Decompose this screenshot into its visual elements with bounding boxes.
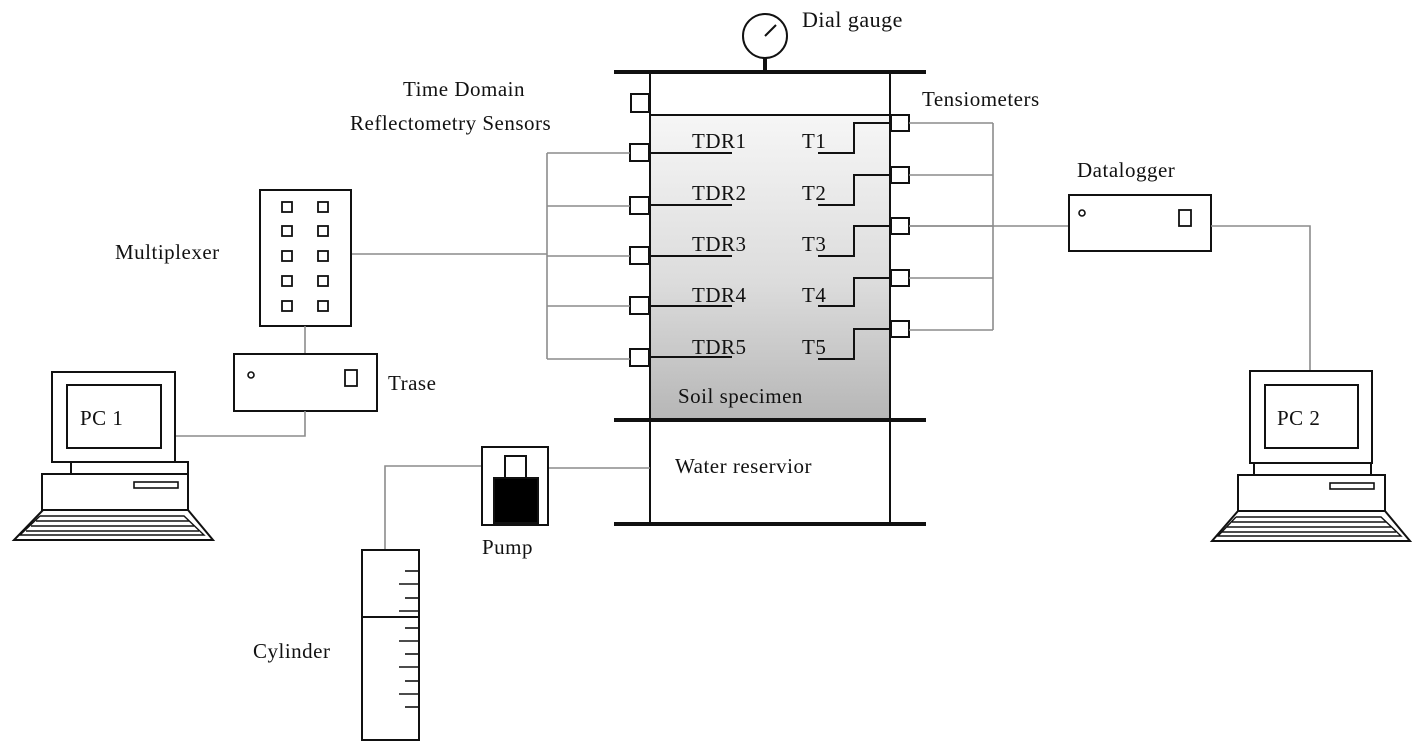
t2-label: T2 [802,181,826,205]
tdr1-port [629,143,650,162]
soil-specimen-fill [650,115,890,420]
tdr-heading-line2: Reflectometry Sensors [350,111,551,135]
tdr-probes [650,152,732,358]
pc1-computer-icon [11,371,216,541]
cylinder-label: Cylinder [253,639,331,663]
t1-label: T1 [802,129,826,153]
dial-gauge-icon [742,13,788,72]
trase-device-icon [233,353,378,412]
soil-column [614,70,926,526]
tdr5-label: TDR5 [692,335,747,359]
tdr1-label: TDR1 [692,129,747,153]
water-reservoir-label: Water reservior [675,454,812,478]
t3-label: T3 [802,232,826,256]
t4-port [890,269,910,287]
cylinder-icon [361,549,420,741]
datalogger-pc2-wire [1211,225,1311,371]
t3-port [890,217,910,235]
tdr3-port [629,246,650,265]
tdr4-label: TDR4 [692,283,747,307]
tensiometer-wiring [909,122,1069,331]
pc2-computer-icon [1209,370,1413,542]
cylinder-pump-wire [384,465,482,550]
tensiometer-probes [818,122,891,360]
trase-label: Trase [388,371,436,395]
multiplexer-icon [259,189,352,327]
tdr4-port [629,296,650,315]
tdr5-port [629,348,650,367]
datalogger-icon [1068,194,1212,252]
trase-pc1-wire [175,411,306,437]
t4-label: T4 [802,283,826,307]
pump-label: Pump [482,535,533,559]
t5-port [890,320,910,338]
pump-icon [481,446,549,526]
tdr-wiring [351,152,630,360]
dial-gauge-label: Dial gauge [802,7,903,32]
tensiometers-heading: Tensiometers [922,87,1040,111]
tdr-heading-line1: Time Domain [403,77,525,101]
tdr2-label: TDR2 [692,181,747,205]
pc1-label: PC 1 [80,406,123,430]
tensiometer-ports [890,114,910,338]
datalogger-label: Datalogger [1077,158,1175,182]
soil-specimen-label: Soil specimen [678,384,803,408]
t5-label: T5 [802,335,826,359]
tdr2-port [629,196,650,215]
pc2-label: PC 2 [1277,406,1320,430]
top-port-icon [630,93,650,113]
t2-port [890,166,910,184]
tdr3-label: TDR3 [692,232,747,256]
multiplexer-label: Multiplexer [115,240,220,264]
t1-port [890,114,910,132]
tdr-sensor-ports [629,143,650,367]
